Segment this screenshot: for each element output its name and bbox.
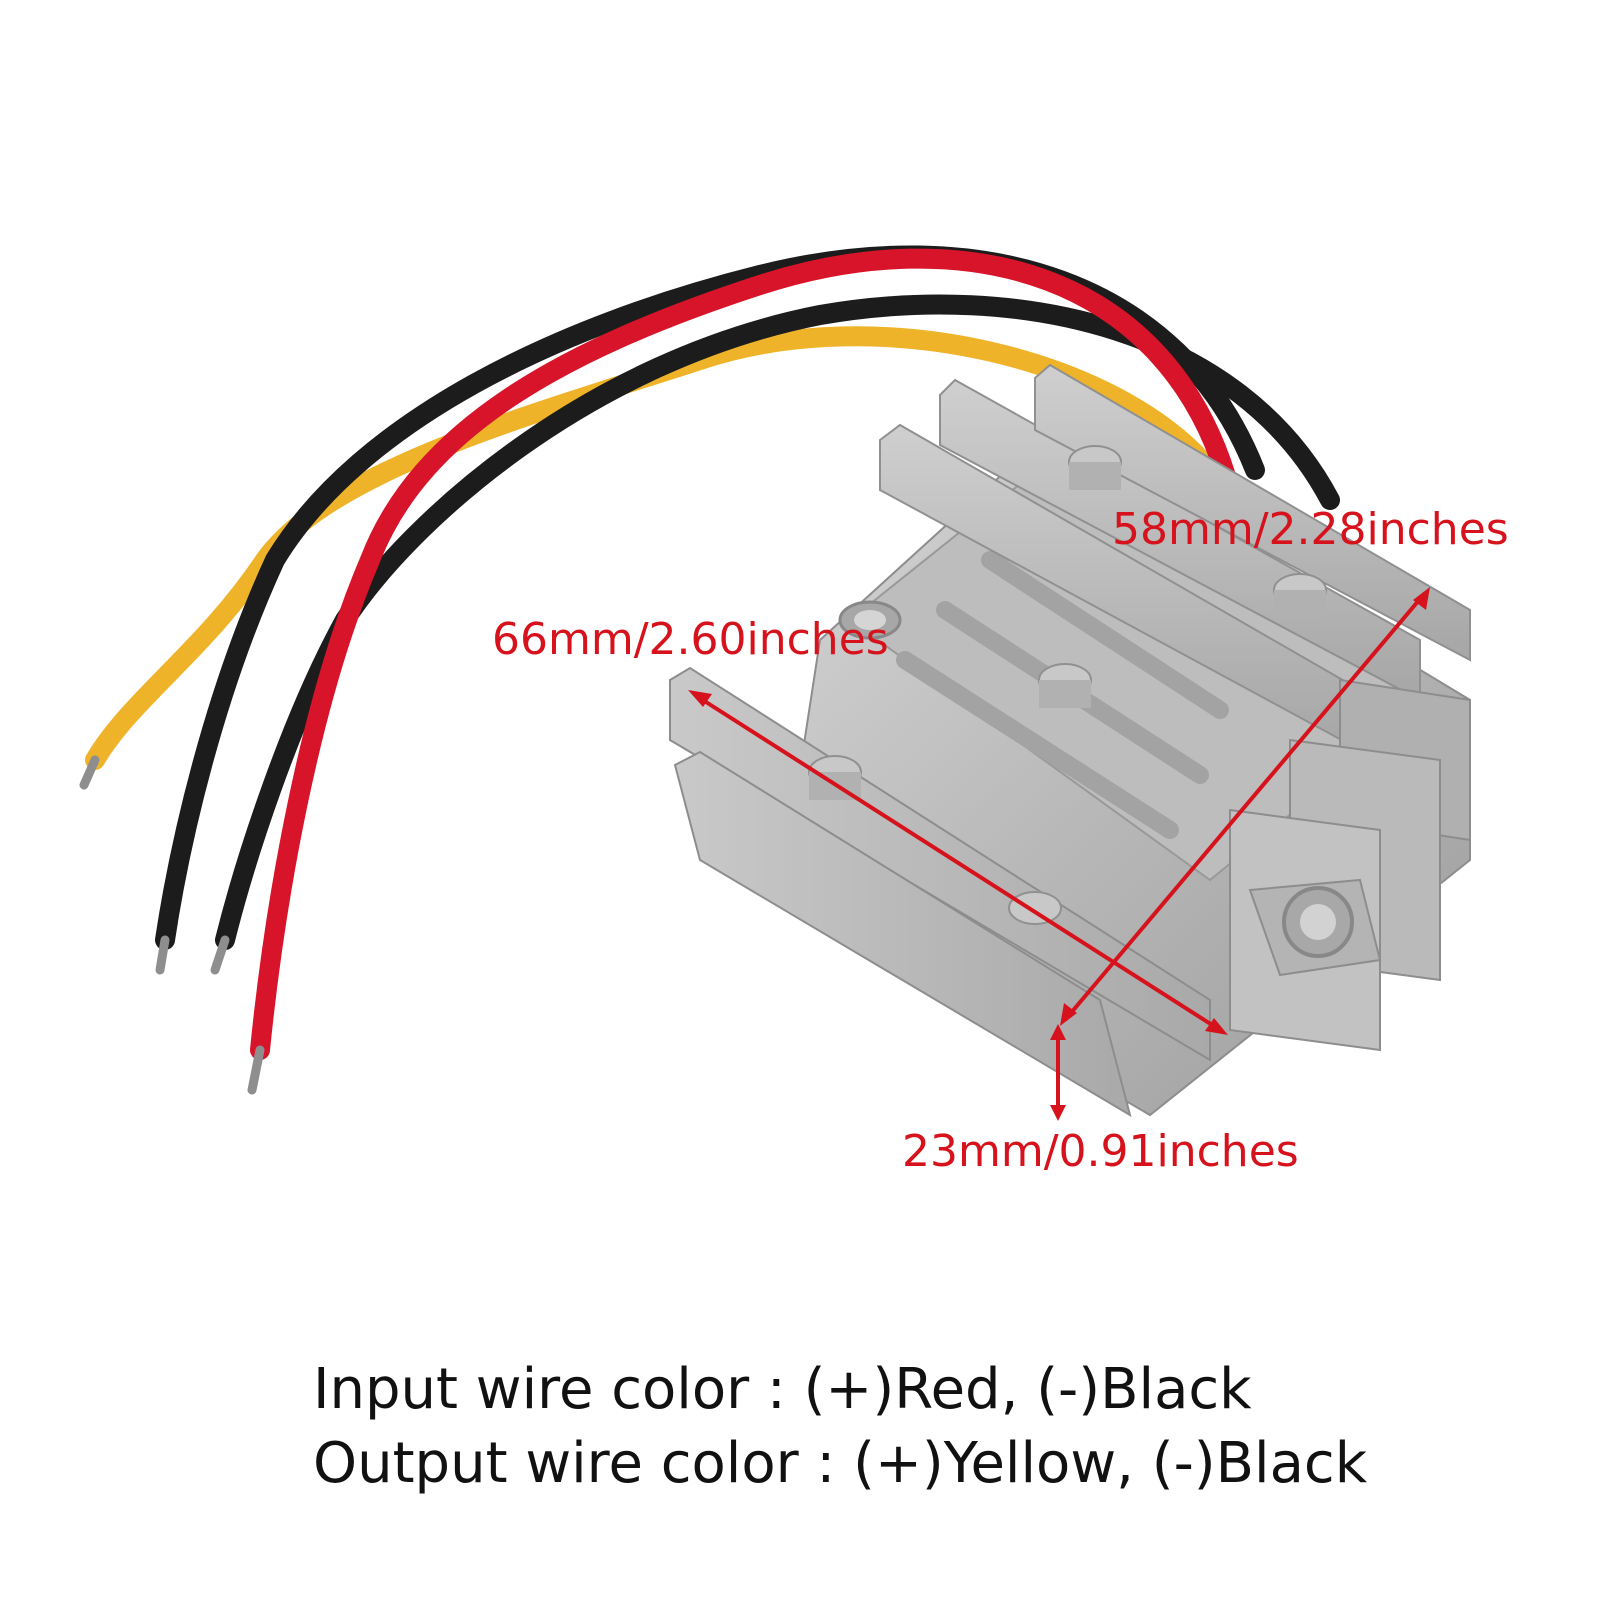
mounting-tab-left	[838, 600, 902, 640]
length-arrow	[693, 693, 1222, 1032]
dimension-width-label: 58mm/2.28inches	[1112, 504, 1509, 555]
yellow-wire	[85, 326, 1220, 770]
output-wire-caption: Output wire color : (+)Yellow, (-)Black	[313, 1431, 1368, 1496]
dc-converter-module	[669, 363, 1471, 1118]
width-arrow	[1063, 591, 1427, 1022]
dimension-height-label: 23mm/0.91inches	[902, 1126, 1299, 1177]
red-wire	[250, 248, 1240, 1060]
wires	[79, 245, 1340, 1095]
wire-tips	[79, 755, 265, 1095]
input-wire-caption: Input wire color : (+)Red, (-)Black	[313, 1357, 1252, 1422]
dimension-arrows	[688, 587, 1430, 1121]
back-fins	[879, 363, 1471, 752]
dimension-length-label: 66mm/2.60inches	[492, 614, 889, 665]
mounting-tab	[1248, 878, 1382, 977]
